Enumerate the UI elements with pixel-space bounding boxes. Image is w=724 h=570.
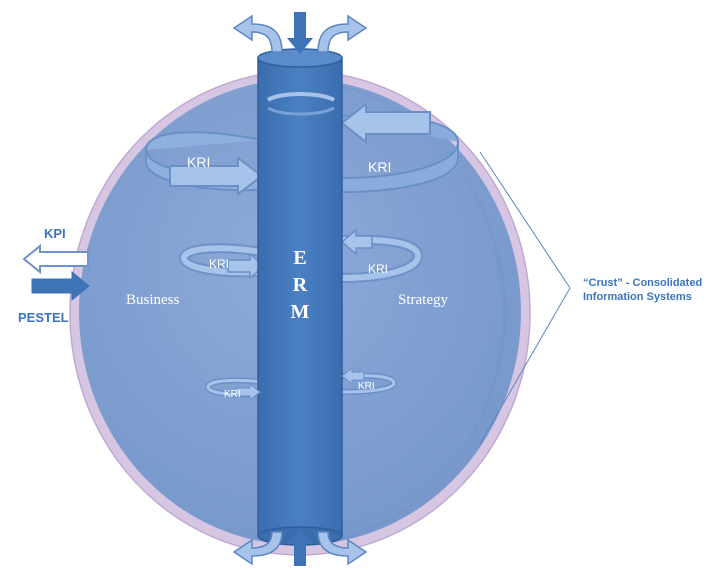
kri-ring-mid-left xyxy=(178,243,266,280)
erm-letter-r: R xyxy=(293,274,308,296)
kpi-label: KPI xyxy=(44,226,66,241)
top-flow-arrows xyxy=(232,12,368,54)
kri-arrow-small-left xyxy=(235,382,261,402)
kri-label-small-left: KRI xyxy=(224,389,241,400)
kpi-arrow xyxy=(22,243,89,275)
crust-label-line1: “Crust” - Consolidated xyxy=(583,277,702,289)
crust-label-line2: Information Systems xyxy=(583,291,692,303)
pestel-arrow xyxy=(31,270,90,302)
kri-label-large-left: KRI xyxy=(187,154,210,170)
kri-ring-large-right xyxy=(339,101,460,194)
kri-label-mid-left: KRI xyxy=(209,257,229,271)
pestel-label: PESTEL xyxy=(18,310,69,325)
kri-arrow-small-right xyxy=(341,366,365,386)
kri-ring-small-right xyxy=(339,372,398,395)
kri-label-small-right: KRI xyxy=(358,381,375,392)
kri-label-large-right: KRI xyxy=(368,159,391,175)
erm-column xyxy=(257,48,343,546)
strategy-label: Strategy xyxy=(398,292,448,308)
kri-ring-mid-right xyxy=(339,228,424,283)
kri-ring-large-left xyxy=(144,131,264,196)
business-label: Business xyxy=(126,292,180,308)
crust-bracket xyxy=(479,151,571,445)
bottom-flow-arrows xyxy=(232,528,368,566)
erm-letter-m: M xyxy=(291,301,310,323)
erm-letter-e: E xyxy=(293,247,306,269)
kri-label-mid-right: KRI xyxy=(368,262,388,276)
